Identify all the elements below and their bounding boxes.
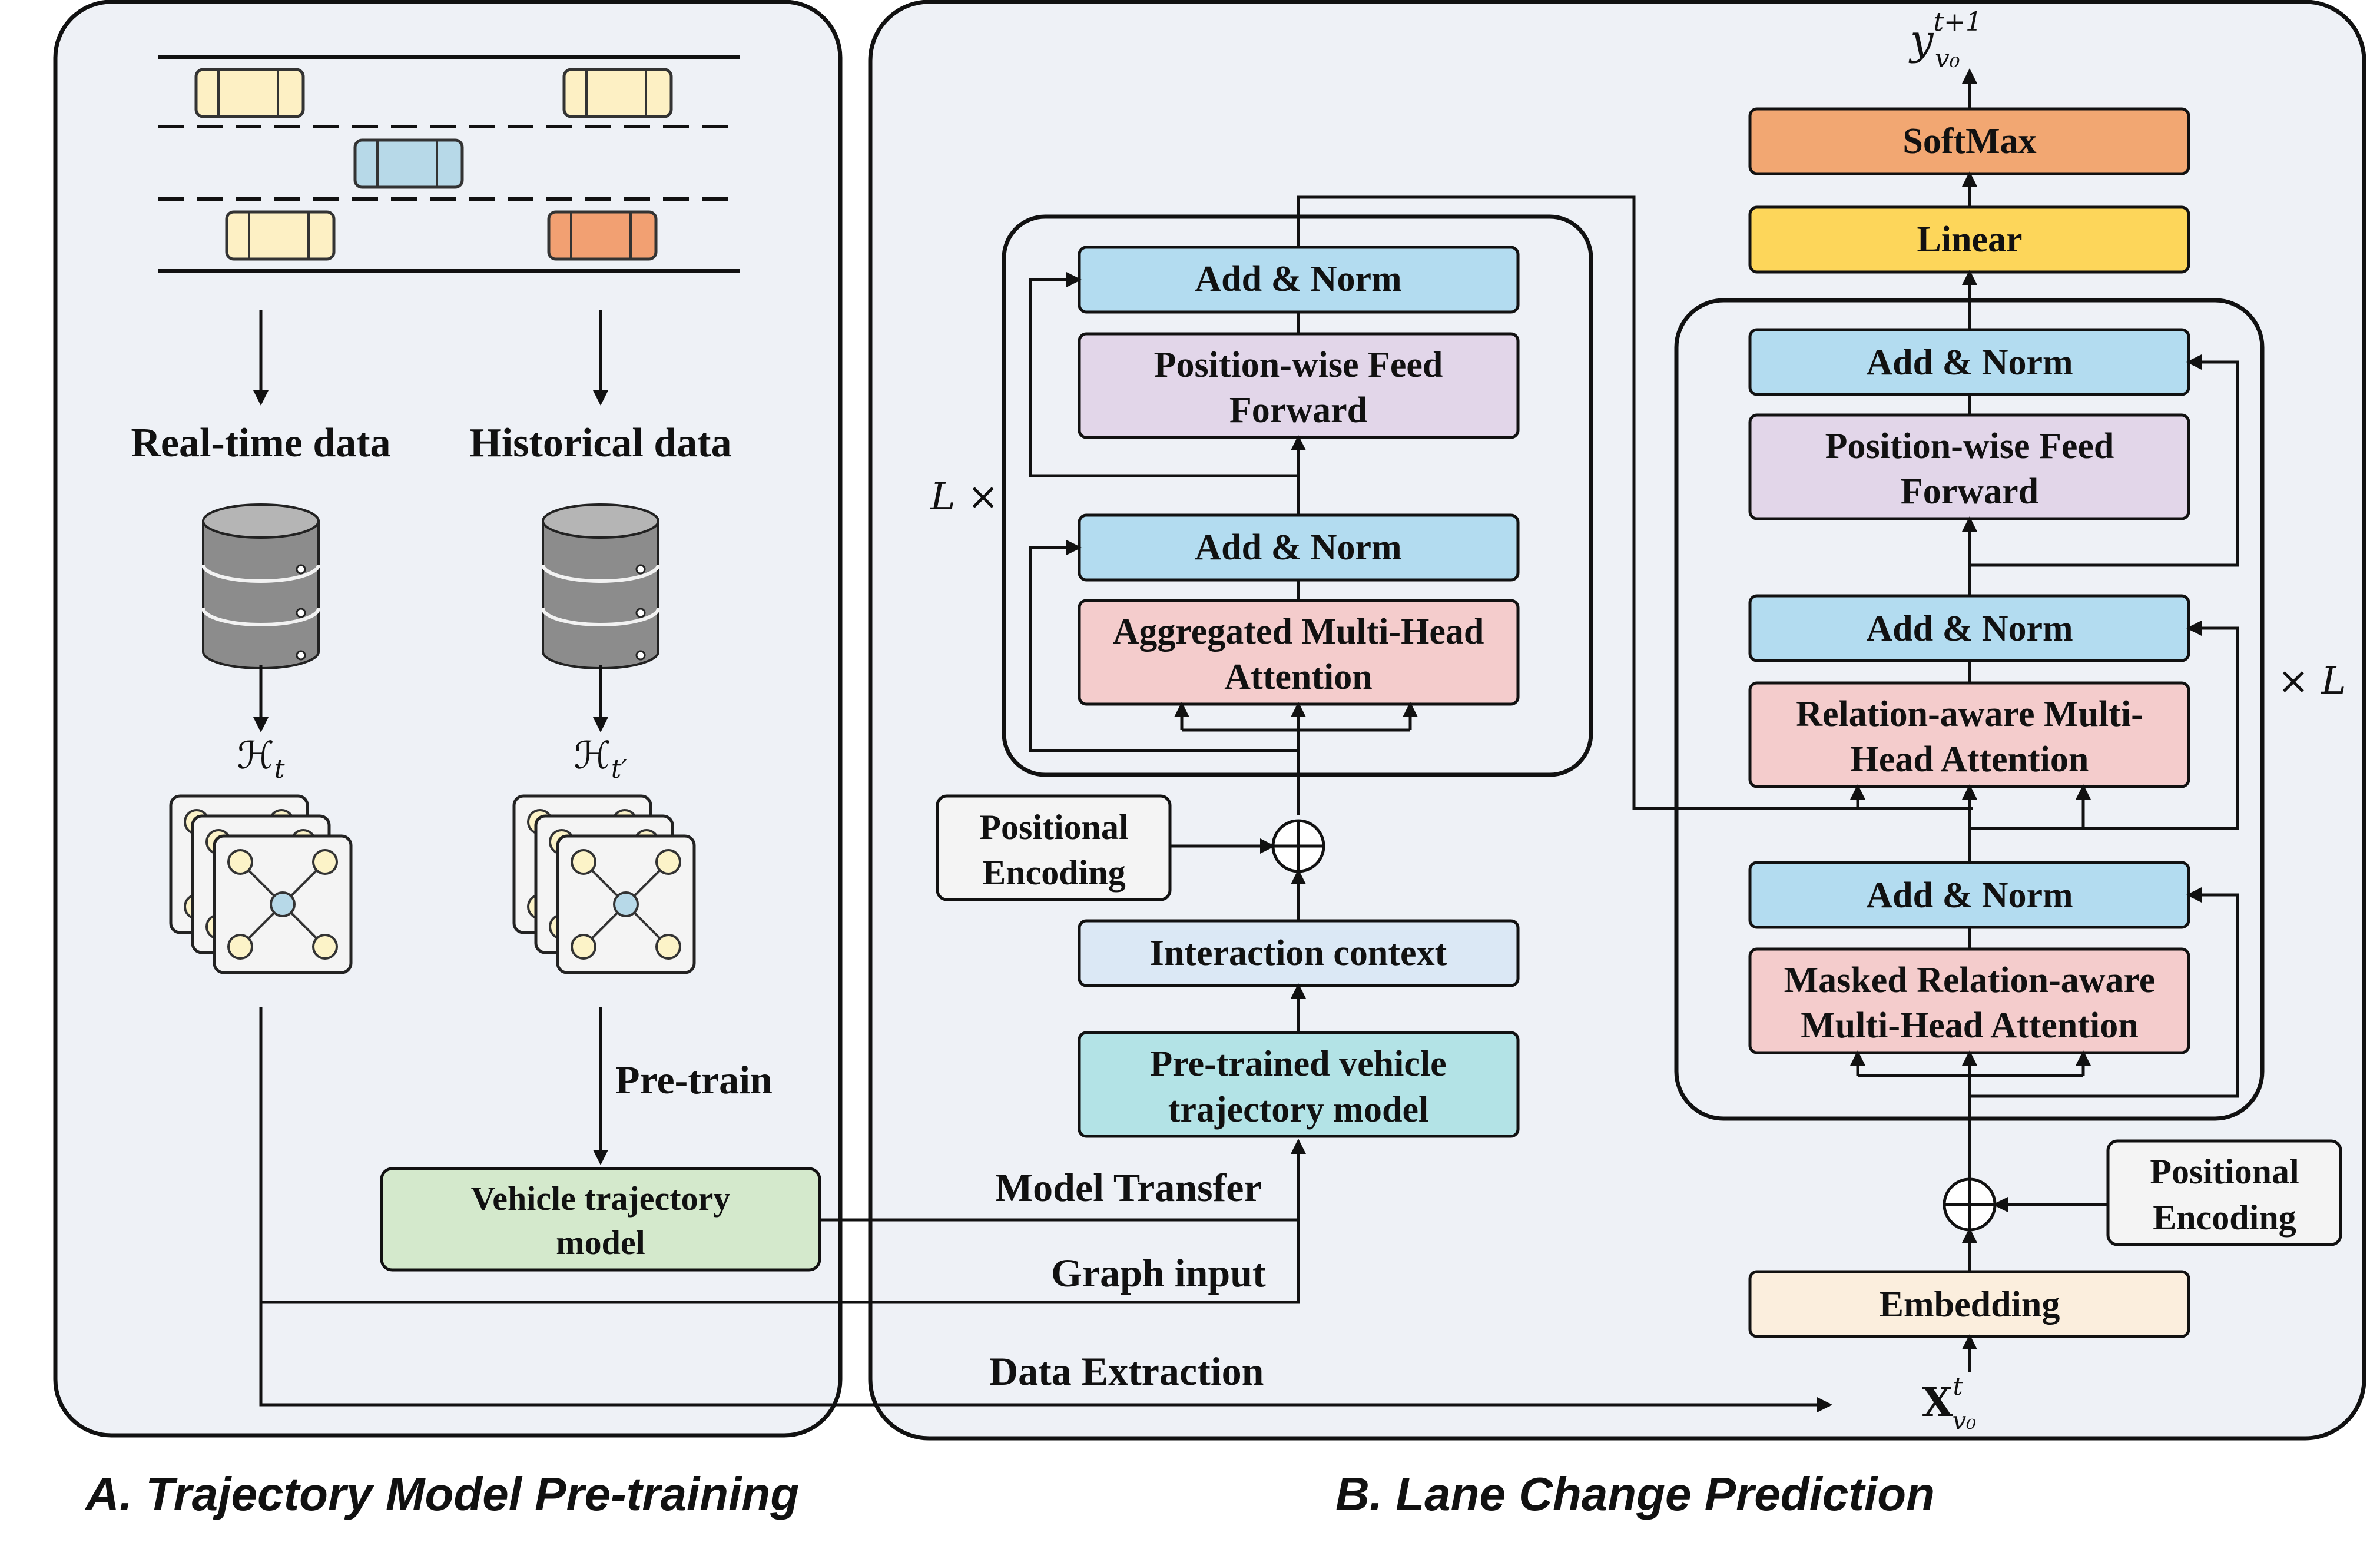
decoder-repeat-label: × L [2278,659,2346,703]
graph-input-connector [259,1007,1300,1304]
car-icon [547,210,658,261]
data-extraction-label: Data Extraction [989,1349,1264,1394]
car-icon [194,68,305,118]
encoder-add-norm-top-label: Add & Norm [1195,259,1401,299]
pretrain-label: Pre-train [615,1057,773,1102]
graph-input-label: Graph input [1051,1251,1266,1295]
decoder-ffn-line1: Position-wise Feed [1825,426,2114,466]
decoder-pos-enc-line2: Encoding [2153,1198,2296,1237]
encoder-ffn-line2: Forward [1229,390,1367,430]
pretrained-model-box [1078,1031,1520,1138]
road-scene [158,55,740,273]
panel-a-background [53,0,843,1438]
linear-label: Linear [1917,220,2022,260]
panel-b-caption: B. Lane Change Prediction [1335,1468,1935,1520]
encoder-to-decoder-connector [1297,195,1973,810]
decoder-add-norm-2-label: Add & Norm [1866,609,2073,649]
graph-stack-historical [514,796,694,973]
encoder-repeat-label: L × [930,475,999,519]
database-icon [203,505,319,668]
encoder-ffn-line1: Position-wise Feed [1154,345,1443,385]
data-extraction-connector [259,1302,1832,1412]
pretrained-model-line2: trajectory model [1168,1090,1428,1130]
realtime-data-label: Real-time data [131,420,390,466]
graph-stack-realtime [171,796,351,973]
encoder-add-norm-bottom-label: Add & Norm [1195,528,1401,568]
interaction-context-label: Interaction context [1150,933,1447,973]
panel-a-caption: A. Trajectory Model Pre-training [84,1468,799,1520]
masked-attention-line1: Masked Relation-aware [1784,960,2156,1000]
embedding-label: Embedding [1880,1285,2060,1325]
database-icon [543,505,658,668]
h-t-symbol: ℋt [237,734,285,784]
encoder-pos-enc-line2: Encoding [982,853,1125,892]
car-icon [562,68,673,118]
relation-attention-line1: Relation-aware Multi- [1796,694,2143,734]
h-t-prime-symbol: ℋt′ [574,734,628,784]
relation-attention-line2: Head Attention [1851,739,2089,780]
decoder-positional-encoding-box [2106,1139,2342,1246]
historical-data-label: Historical data [469,420,731,466]
softmax-label: SoftMax [1902,121,2036,161]
aggregated-attention-line1: Aggregated Multi-Head [1113,612,1484,652]
decoder-pos-enc-line1: Positional [2150,1152,2299,1191]
encoder-positional-encoding-box [936,794,1172,901]
encoder-pos-enc-line1: Positional [979,808,1128,847]
pretrained-model-line1: Pre-trained vehicle [1150,1044,1446,1084]
masked-attention-line2: Multi-Head Attention [1801,1006,2138,1046]
model-transfer-label: Model Transfer [995,1165,1262,1210]
vehicle-model-line1: Vehicle trajectory [471,1179,731,1218]
decoder-add-norm-1-label: Add & Norm [1866,343,2073,383]
decoder-add-norm-3-label: Add & Norm [1866,875,2073,916]
decoder-ffn-line2: Forward [1901,472,2038,512]
ego-car-icon [353,138,464,189]
vehicle-model-line2: model [556,1223,645,1262]
car-icon [225,210,336,261]
aggregated-attention-line2: Attention [1224,657,1372,697]
